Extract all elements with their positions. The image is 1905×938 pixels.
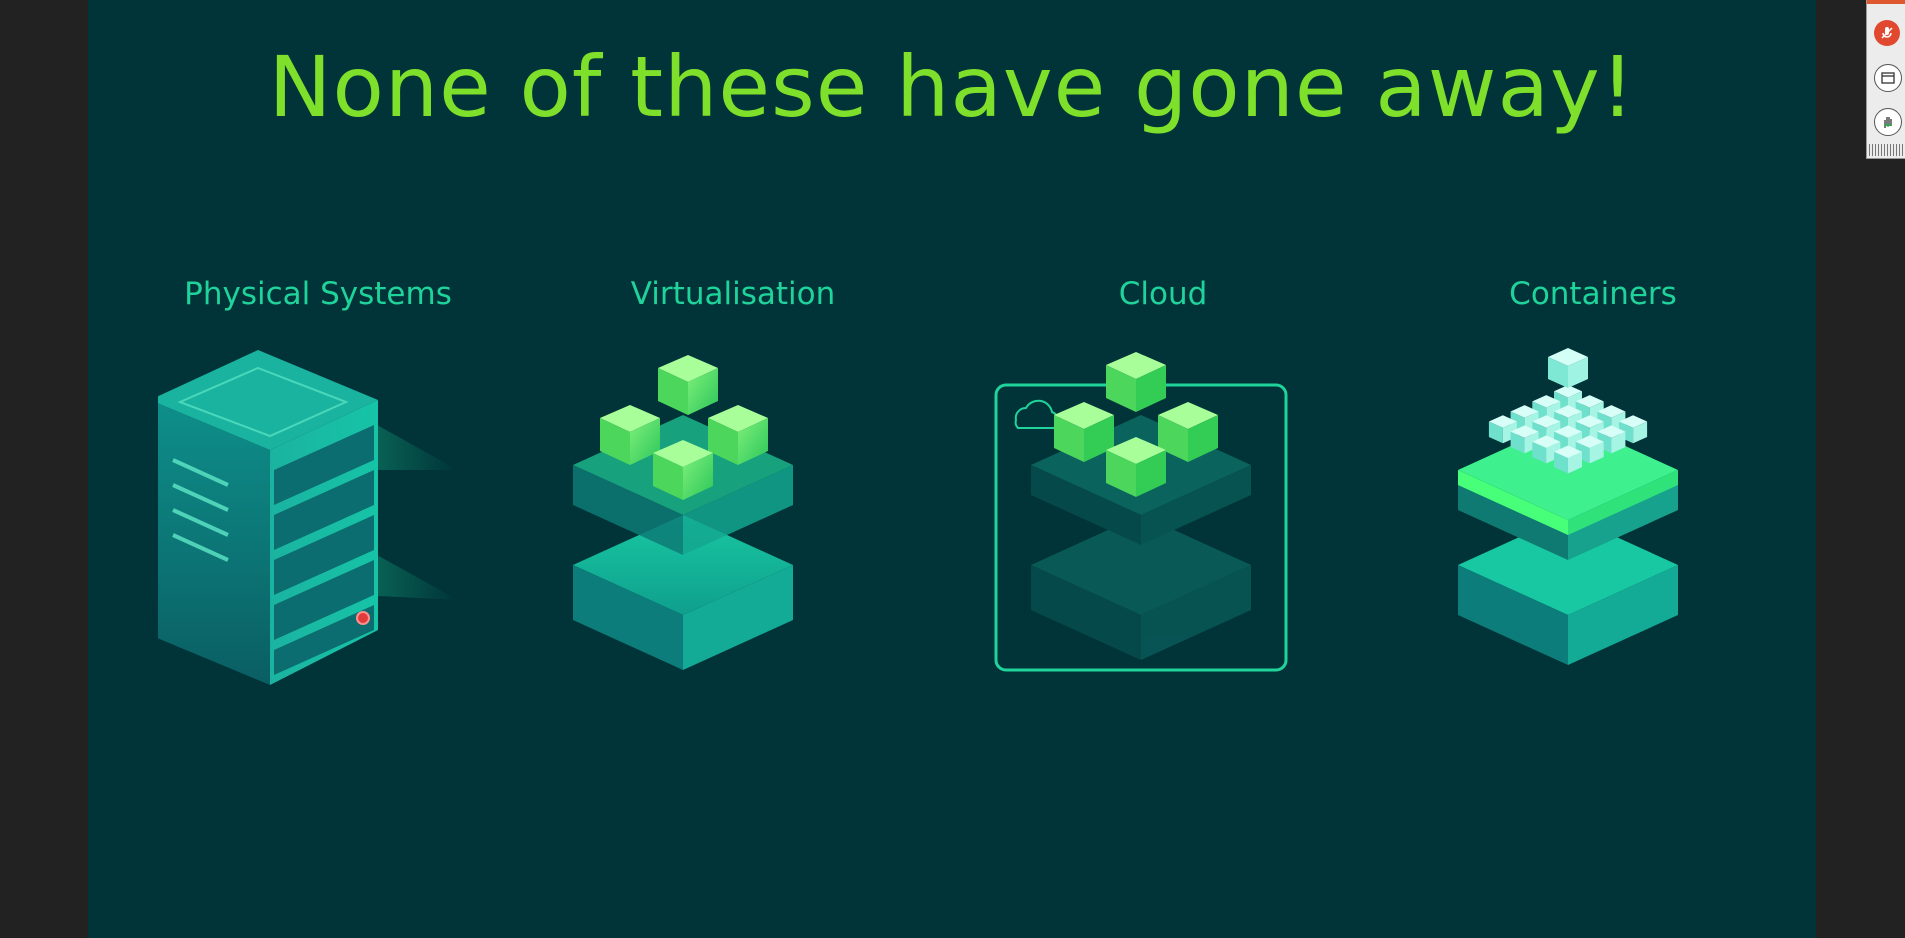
column-virtualisation: Virtualisation xyxy=(523,276,943,312)
column-physical-systems: Physical Systems xyxy=(108,276,528,312)
window-icon[interactable] xyxy=(1874,64,1902,92)
slide-title: None of these have gone away! xyxy=(268,38,1636,136)
cloud-stack-icon xyxy=(994,352,1288,672)
toolbar-grip[interactable] xyxy=(1869,144,1903,156)
raise-hand-icon[interactable] xyxy=(1874,108,1902,136)
label-cloud: Cloud xyxy=(1118,276,1208,312)
toolbar-accent xyxy=(1867,0,1905,4)
label-virtualisation: Virtualisation xyxy=(630,276,836,312)
meeting-toolbar xyxy=(1866,0,1905,159)
column-containers: Containers xyxy=(1383,276,1803,312)
virtualisation-stack-icon xyxy=(573,355,793,670)
label-containers: Containers xyxy=(1509,276,1677,312)
presentation-slide: None of these have gone away! Physical S… xyxy=(88,0,1816,938)
mute-microphone-icon[interactable] xyxy=(1874,20,1900,46)
server-rack-icon xyxy=(158,350,458,685)
label-physical-systems: Physical Systems xyxy=(184,276,452,312)
containers-stack-icon xyxy=(1458,348,1678,665)
column-cloud: Cloud xyxy=(953,276,1373,312)
corner-watermark: ... xyxy=(1724,925,1746,938)
